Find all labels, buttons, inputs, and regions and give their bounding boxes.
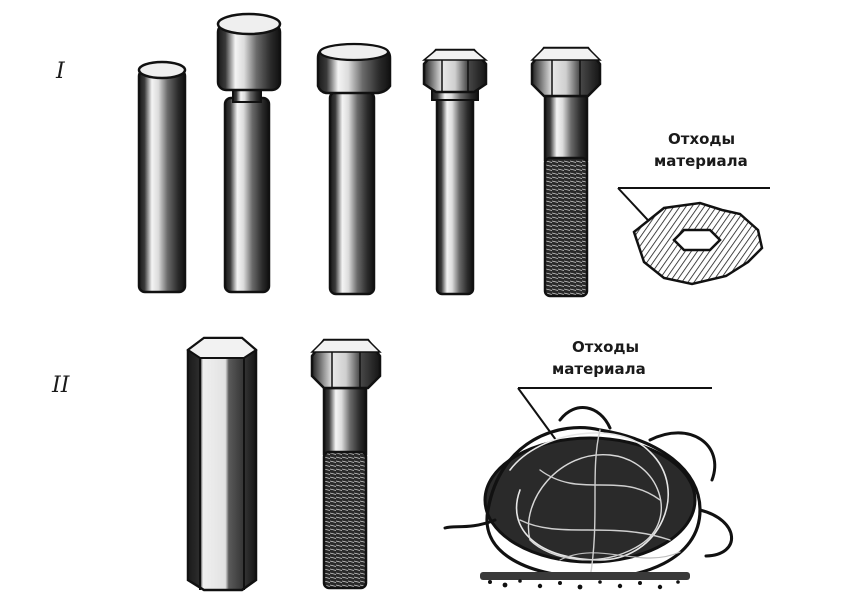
waste-label-row1-line1: Отходы (668, 130, 735, 148)
hex-head-blank (421, 48, 489, 296)
waste-offcut-washer (632, 201, 764, 286)
finished-hex-bolt-machined (530, 46, 602, 298)
waste-swarf-chips (443, 406, 734, 580)
chamfered-head-blank (316, 42, 392, 296)
forged-hex-bolt (310, 338, 382, 590)
waste-fine-chips (480, 572, 690, 590)
hex-bar-stock (186, 336, 258, 592)
waste-label-row2-line2: материала (552, 360, 646, 378)
row-label-2: II (51, 373, 71, 398)
turned-round-head-blank (216, 12, 282, 294)
waste-label-row2: Отходы материала (517, 338, 712, 441)
row-label-1: I (55, 59, 66, 84)
waste-label-row1-line2: материала (654, 152, 748, 170)
waste-label-row2-line1: Отходы (572, 338, 639, 356)
round-bar-stock (137, 60, 187, 294)
